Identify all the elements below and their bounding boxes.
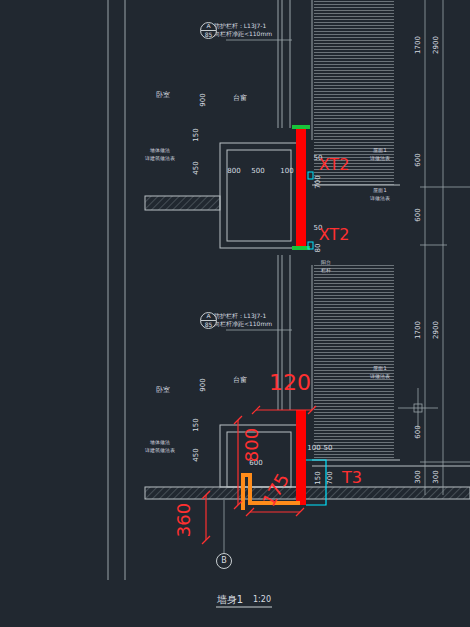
dimension-label: 800 <box>227 168 240 175</box>
dimension-label: 竖向栏杆净距<110mm <box>208 31 272 37</box>
dimension-label: 台窗 <box>233 95 247 102</box>
dimension-label: 2900 <box>433 36 440 54</box>
dimension-label: 150 <box>315 471 322 484</box>
dimension-label: 900 <box>200 378 207 391</box>
callout-divider <box>201 320 216 321</box>
dimension-label: 详做法表 <box>370 196 390 201</box>
red-annotation: 360 <box>175 503 193 537</box>
dimension-label: 600 <box>415 153 422 166</box>
dimension-label: 1700 <box>415 321 422 339</box>
dimension-label: 墙体做法 <box>150 148 170 153</box>
dimension-label: 80 <box>315 244 322 253</box>
callout-circle: A 85 <box>200 22 217 39</box>
callout-text: 85 <box>205 322 213 328</box>
dimension-label: 600 <box>415 425 422 438</box>
dimension-label: 卧室 <box>156 92 170 99</box>
red-annotation: 800 <box>243 428 261 462</box>
callout-text: A <box>206 23 210 29</box>
dimension-label: 150 <box>193 128 200 141</box>
dimension-label: 100 <box>307 445 320 452</box>
dimension-label: 屋面1 <box>373 148 386 153</box>
callout-text: A <box>206 313 210 319</box>
dimension-label: 50 <box>324 445 333 452</box>
dimension-label: 竖向栏杆净距<110mm <box>208 321 272 327</box>
dimension-label: 屋面1 <box>373 188 386 193</box>
dimension-label: 台窗 <box>233 377 247 384</box>
dimension-label: 100 <box>280 168 293 175</box>
dimension-label: 详做法表 <box>370 156 390 161</box>
dimension-label: 2900 <box>433 321 440 339</box>
dimension-label: 阳台 <box>321 260 331 265</box>
dimension-label: 1:20 <box>253 596 271 604</box>
dimension-label: 详做法表 <box>370 374 390 379</box>
callout-text: 85 <box>205 32 213 38</box>
red-annotation: XT2 <box>319 227 350 243</box>
dimension-label: 600 <box>415 208 422 221</box>
dimension-label: 450 <box>193 448 200 461</box>
dimension-label: 150 <box>193 418 200 431</box>
red-annotation: T3 <box>342 470 362 486</box>
dimension-label: 700 <box>327 471 334 484</box>
callout-divider <box>201 30 216 31</box>
dimension-label: 防护栏杆：L13J7-1 <box>214 313 267 319</box>
dimension-label: 卧室 <box>156 387 170 394</box>
callout-circle: B <box>216 553 232 569</box>
dimension-label: 防护栏杆：L13J7-1 <box>214 23 267 29</box>
dimension-label: 栏杆 <box>321 268 331 273</box>
dimension-label: 详建筑做法表 <box>145 448 175 453</box>
dimension-label: 详建筑做法表 <box>145 156 175 161</box>
dimension-label: 墙体做法 <box>150 440 170 445</box>
dimension-label: 700 <box>315 175 322 188</box>
red-annotation: XT2 <box>319 157 350 173</box>
drawing-title: 墙身1 <box>217 595 243 605</box>
red-annotation: 120 <box>269 372 311 394</box>
callout-circle: A 85 <box>200 312 217 329</box>
dimension-label: 300 <box>415 470 422 483</box>
dimension-label: 450 <box>193 161 200 174</box>
dimension-label: 屋面1 <box>373 366 386 371</box>
callout-text: B <box>221 557 227 565</box>
dimension-label: 500 <box>251 168 264 175</box>
dimension-label: 300 <box>433 470 440 483</box>
dimension-label: 900 <box>200 93 207 106</box>
dimension-label: 1700 <box>415 36 422 54</box>
